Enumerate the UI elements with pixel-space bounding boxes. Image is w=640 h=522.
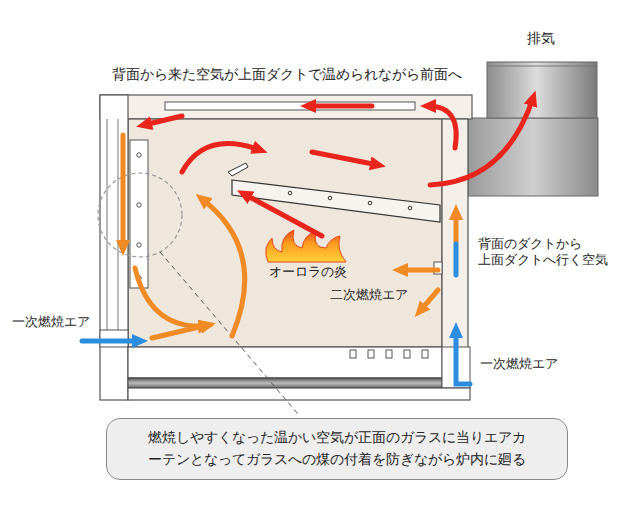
air-label: 一次燃焼エア [12, 314, 90, 330]
callout-box: 燃焼しやすくなった温かい空気が正面のガラスに当りエアカ ーテンとなってガラスへの… [106, 418, 568, 480]
exhaust-label: 排気 [527, 30, 555, 48]
air-label: 二次燃焼エア [330, 287, 408, 303]
flame-label: オーロラの炎 [269, 264, 347, 280]
callout-text: 燃焼しやすくなった温かい空気が正面のガラスに当りエアカ ーテンとなってガラスへの… [121, 427, 553, 470]
annotation-text: 背面から来た空気が上面ダクトで温められながら前面へ [112, 66, 462, 84]
annotation-text: 背面のダクトから 上面ダクトへ行く空気 [478, 236, 618, 269]
air-label: 一次燃焼エア [480, 356, 558, 372]
